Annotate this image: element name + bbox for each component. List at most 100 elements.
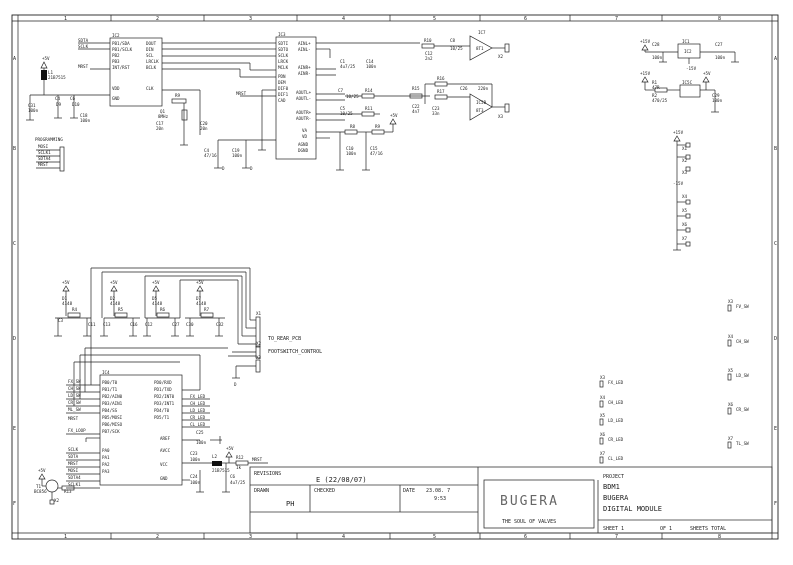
svg-text:PA1: PA1 bbox=[102, 455, 110, 460]
row-letter: C bbox=[13, 241, 16, 247]
svg-text:R15: R15 bbox=[412, 86, 420, 91]
svg-text:PD1/TXD: PD1/TXD bbox=[154, 387, 172, 392]
svg-text:SDTA: SDTA bbox=[68, 454, 79, 459]
svg-text:PROGRAMMING: PROGRAMMING bbox=[35, 137, 63, 142]
svg-text:D7: D7 bbox=[196, 296, 202, 301]
svg-text:X5: X5 bbox=[728, 368, 734, 373]
col-num: 3 bbox=[249, 534, 252, 540]
svg-text:R4: R4 bbox=[72, 307, 78, 312]
sheet-number: SHEET 1 bbox=[603, 526, 624, 532]
svg-text:C23: C23 bbox=[432, 106, 440, 111]
svg-text:8T1: 8T1 bbox=[476, 46, 484, 51]
svg-text:SDTA: SDTA bbox=[78, 38, 89, 43]
svg-text:GND: GND bbox=[112, 96, 120, 101]
svg-text:33n: 33n bbox=[432, 111, 440, 116]
svg-text:AINR+: AINR+ bbox=[298, 65, 311, 70]
svg-text:X6: X6 bbox=[682, 222, 688, 227]
svg-text:AVCC: AVCC bbox=[160, 448, 171, 453]
svg-text:D: D bbox=[234, 382, 237, 387]
svg-text:CR_LED: CR_LED bbox=[190, 415, 206, 420]
svg-text:R16: R16 bbox=[437, 76, 445, 81]
svg-text:4148: 4148 bbox=[152, 301, 163, 306]
svg-text:+15V: +15V bbox=[640, 39, 651, 44]
svg-text:IC3: IC3 bbox=[278, 32, 286, 37]
svg-text:+5V: +5V bbox=[62, 280, 70, 285]
row-letter: F bbox=[774, 501, 777, 507]
svg-text:-15V: -15V bbox=[673, 181, 684, 186]
svg-text:R7: R7 bbox=[204, 307, 210, 312]
svg-text:+5V: +5V bbox=[152, 280, 160, 285]
svg-text:47/16: 47/16 bbox=[204, 153, 217, 158]
svg-text:X7: X7 bbox=[682, 236, 688, 241]
svg-text:100n: 100n bbox=[366, 64, 377, 69]
svg-text:AOUTL-: AOUTL- bbox=[296, 96, 311, 101]
time-value: 9:53 bbox=[434, 496, 446, 502]
svg-text:FV_SW: FV_SW bbox=[736, 304, 749, 309]
svg-text:10/25: 10/25 bbox=[340, 111, 353, 116]
svg-text:C18: C18 bbox=[80, 113, 88, 118]
svg-text:X3: X3 bbox=[498, 114, 504, 119]
svg-text:X4: X4 bbox=[600, 395, 606, 400]
analog-output-section: C1 4u7/25 C14 100n R10 C8 10/25 C12 2n2 … bbox=[316, 30, 510, 171]
svg-text:PD2/INT0: PD2/INT0 bbox=[154, 394, 175, 399]
ic4-body bbox=[99, 374, 183, 486]
svg-text:X2: X2 bbox=[54, 498, 60, 503]
svg-text:MRST: MRST bbox=[68, 461, 79, 466]
svg-text:PB1/T1: PB1/T1 bbox=[102, 387, 118, 392]
svg-text:SCLK1: SCLK1 bbox=[68, 482, 81, 487]
svg-text:4u7/25: 4u7/25 bbox=[230, 480, 246, 485]
svg-text:AREF: AREF bbox=[160, 436, 171, 441]
svg-text:VCC: VCC bbox=[160, 462, 168, 467]
svg-text:CH_SW: CH_SW bbox=[736, 339, 749, 344]
svg-text:C22: C22 bbox=[412, 104, 420, 109]
svg-text:20n: 20n bbox=[200, 126, 208, 131]
col-num: 8 bbox=[718, 16, 721, 22]
svg-text:DEM: DEM bbox=[278, 80, 286, 85]
svg-text:C3: C3 bbox=[58, 318, 64, 323]
svg-text:X5: X5 bbox=[682, 208, 688, 213]
svg-text:R2: R2 bbox=[652, 93, 658, 98]
svg-text:C17: C17 bbox=[156, 121, 164, 126]
svg-text:Q1: Q1 bbox=[160, 109, 166, 114]
svg-text:PDN: PDN bbox=[278, 74, 286, 79]
drawn-label: DRAWN bbox=[254, 488, 269, 494]
inductor-l1 bbox=[41, 70, 47, 80]
row-letter: B bbox=[774, 146, 777, 152]
svg-text:IC5C: IC5C bbox=[682, 80, 693, 85]
svg-text:X1: X1 bbox=[256, 311, 262, 316]
svg-text:BCLK: BCLK bbox=[146, 65, 157, 70]
svg-text:C12: C12 bbox=[425, 51, 433, 56]
svg-text:+15V: +15V bbox=[673, 130, 684, 135]
row-letter: C bbox=[774, 241, 777, 247]
svg-text:100n: 100n bbox=[80, 118, 91, 123]
col-num: 5 bbox=[433, 16, 436, 22]
svg-text:LD_SW: LD_SW bbox=[736, 373, 749, 378]
svg-text:4148: 4148 bbox=[196, 301, 207, 306]
svg-text:PB2: PB2 bbox=[112, 53, 120, 58]
svg-text:MRST: MRST bbox=[78, 64, 89, 69]
col-num: 5 bbox=[433, 534, 436, 540]
ic3-codec: IC3 SDTI SDTO SCLK LRCK MCLK PDN DEM DIF… bbox=[236, 32, 317, 160]
project-line-3: DIGITAL MODULE bbox=[603, 505, 662, 513]
svg-text:ML_SW: ML_SW bbox=[68, 407, 81, 412]
row-letter: E bbox=[774, 426, 777, 432]
svg-text:LRCK: LRCK bbox=[278, 59, 289, 64]
svg-text:X2: X2 bbox=[256, 341, 262, 346]
footswitch-input-channels: +5V D1 4148 R4 C3 C11 +5V D2 4148 R5 C13… bbox=[54, 267, 322, 387]
svg-text:DOUT: DOUT bbox=[146, 41, 157, 46]
svg-text:R12: R12 bbox=[236, 455, 244, 460]
svg-text:CLK: CLK bbox=[146, 86, 154, 91]
svg-text:C7: C7 bbox=[338, 88, 344, 93]
svg-text:FX_LOOP: FX_LOOP bbox=[68, 428, 86, 433]
date-value: 23.08. 7 bbox=[426, 488, 450, 494]
row-letter: A bbox=[774, 56, 777, 62]
svg-text:+5V: +5V bbox=[390, 113, 398, 118]
svg-text:L1: L1 bbox=[48, 70, 54, 75]
svg-text:C26: C26 bbox=[460, 86, 468, 91]
svg-text:220n: 220n bbox=[478, 86, 489, 91]
svg-text:4148: 4148 bbox=[110, 301, 121, 306]
svg-text:R1: R1 bbox=[652, 80, 658, 85]
sheet-of: OF 1 bbox=[660, 526, 672, 532]
svg-text:100n: 100n bbox=[232, 153, 243, 158]
svg-text:D2: D2 bbox=[110, 296, 116, 301]
